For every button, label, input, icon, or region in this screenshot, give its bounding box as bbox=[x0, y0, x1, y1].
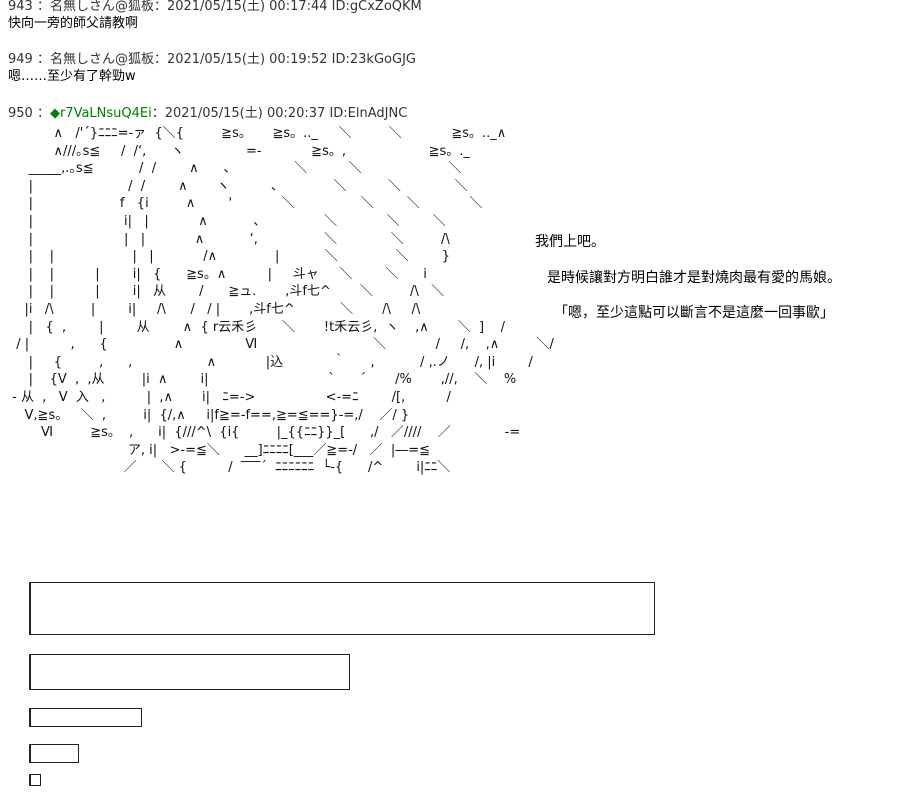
placeholder-box-tiny bbox=[29, 744, 79, 763]
post-number: 950 ： bbox=[8, 106, 50, 121]
placeholder-box-large bbox=[29, 582, 655, 635]
post-950-header: 950 ：◆r7VaLNsuQ4Ei：2021/05/15(土) 00:20:3… bbox=[8, 105, 407, 122]
post-body: 嗯……至少有了幹勁w bbox=[8, 69, 136, 84]
tripcode: ◆r7VaLNsuQ4Ei bbox=[49, 106, 152, 121]
post-body: 快向一旁的師父請教啊 bbox=[8, 16, 139, 31]
placeholder-box-medium bbox=[29, 654, 350, 690]
dialogue-line-1: 我們上吧。 bbox=[535, 234, 605, 250]
placeholder-box-small bbox=[29, 708, 142, 727]
ascii-art: ∧ /'´}ﾆﾆﾆ=-ァ {＼{ ≧s。 ≧s。.._ ＼ ＼ ≧s。.._∧ … bbox=[12, 126, 554, 476]
dialogue-line-3: 「嗯，至少這點可以斷言不是這麼一回事歐」 bbox=[554, 305, 834, 321]
post-header: 943 ：名無しさん@狐板：2021/05/15(土) 00:17:44 ID:… bbox=[8, 0, 422, 14]
post-meta: ：2021/05/15(土) 00:20:37 ID:ElnAdJNC bbox=[151, 106, 408, 121]
post-header: 949 ：名無しさん@狐板：2021/05/15(土) 00:19:52 ID:… bbox=[8, 52, 416, 67]
placeholder-box-square bbox=[29, 774, 41, 786]
dialogue-line-2: 是時候讓對方明白誰才是對燒肉最有愛的馬娘。 bbox=[547, 270, 841, 286]
